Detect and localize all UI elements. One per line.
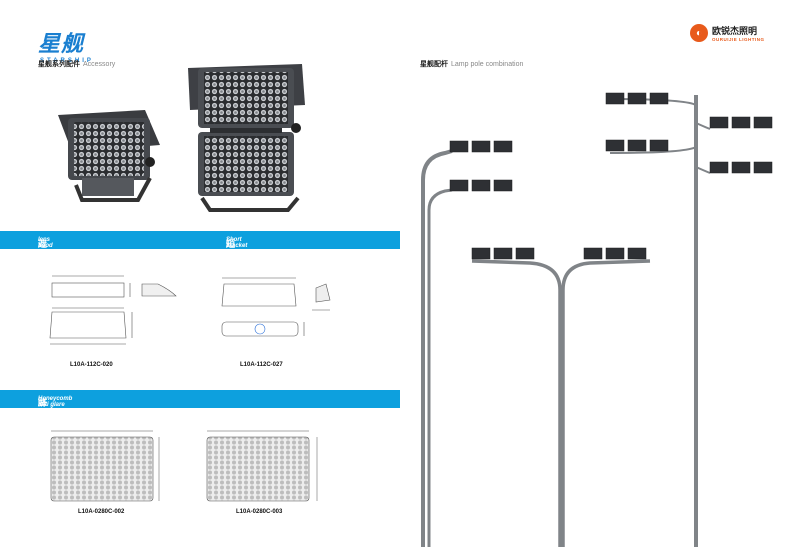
section-band-2: 蜂窝防眩网 Honeycomb anti glare mesh [0,390,400,460]
brand-cn: 欧锐杰照明 [712,26,758,36]
starship-logo: 星舰 STARSHIP [38,26,94,64]
code-short-bracket: L10A-112C-027 [240,362,283,368]
brand-en: OURUIJIE LIGHTING [712,37,765,42]
logo-main-text: 星舰 [38,31,85,56]
small-floodlight [58,110,160,202]
large-floodlight [188,64,305,212]
short-bracket-drawing [221,277,331,337]
logo-sub-text: STARSHIP [40,58,94,64]
honeycomb-mesh-drawings [50,430,318,502]
brand-logo: ◐ 欧锐杰照明 OURUIJIE LIGHTING [690,24,765,42]
section-band-1: 遮光罩 lens hood 短支架 Short bracket [0,231,400,275]
code-lens-hood: L10A-112C-020 [70,362,113,368]
floodlight-photos [58,64,305,212]
lamp-pole-combination [421,92,773,547]
lamp-heads [449,92,773,260]
code-mesh-1: L10A-0280C-002 [78,509,125,515]
lens-hood-drawing [49,275,177,345]
brand-mark-icon: ◐ [690,24,708,42]
code-mesh-2: L10A-0280C-003 [236,509,283,515]
